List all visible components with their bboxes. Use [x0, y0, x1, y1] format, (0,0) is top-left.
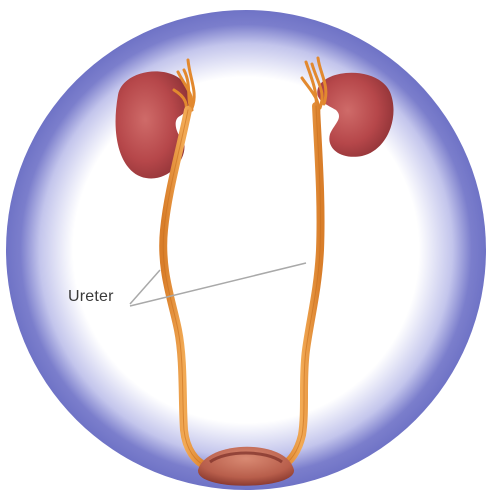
ureter-label: Ureter	[68, 287, 114, 307]
circle-frame	[6, 10, 486, 490]
